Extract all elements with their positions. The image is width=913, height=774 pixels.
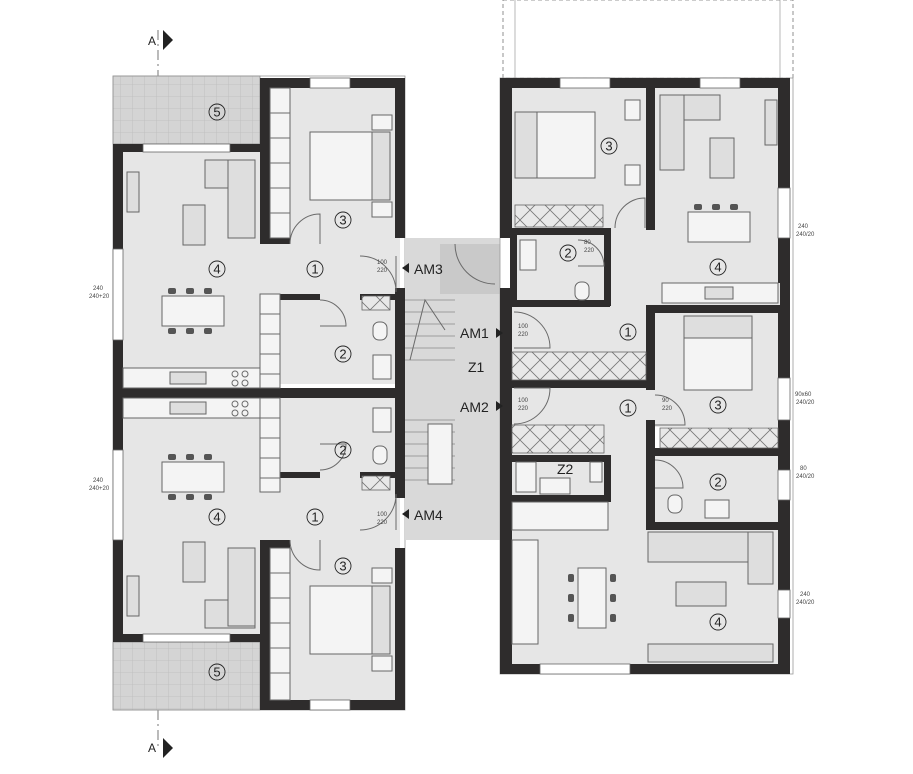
sink-bottom-left [372,407,392,433]
room-markers: 5 3 4 1 2 2 4 1 3 5 3 4 2 1 1 3 2 4 [208,103,727,681]
room-number: 4 [213,510,220,525]
door-am1 [513,311,551,349]
section-label-bottom: A [148,741,156,755]
room-number: 1 [624,325,631,340]
toilet-top-right [574,281,590,301]
access-label-am4: AM4 [414,507,443,523]
room-number: 2 [339,443,346,458]
svg-text:240+20: 240+20 [89,294,110,300]
svg-text:240: 240 [93,478,104,484]
svg-text:100: 100 [518,398,529,404]
room-number: 1 [311,262,318,277]
roof-outline [502,0,794,79]
svg-text:90: 90 [662,398,669,404]
room-number: 1 [311,510,318,525]
svg-text:240/20: 240/20 [796,600,815,606]
svg-text:220: 220 [584,248,595,254]
svg-text:100: 100 [377,512,388,518]
svg-text:220: 220 [377,520,388,526]
sink-top-left [372,354,392,380]
bed-top-left [309,131,373,201]
coffee-table [182,204,206,246]
access-label-am1: AM1 [460,325,489,341]
toilet-mid-right [667,494,683,514]
room-number: 1 [624,401,631,416]
terrace-top-left [112,75,261,145]
room-number: 3 [339,559,346,574]
svg-text:220: 220 [518,406,529,412]
room-number: 4 [213,262,220,277]
dining-table-top-right [687,211,751,243]
access-label-am3: AM3 [414,261,443,277]
svg-text:220: 220 [377,268,388,274]
svg-text:80: 80 [584,240,591,246]
svg-text:240: 240 [800,592,811,598]
right-walls [500,78,790,674]
access-label-am2: AM2 [460,399,489,415]
svg-text:90x60: 90x60 [795,392,812,398]
dining-table-top-left [161,295,225,327]
dining-table-bottom-right [577,567,607,629]
room-number: 4 [714,615,721,630]
room-number: 2 [714,475,721,490]
sink-mid-right [704,499,730,519]
section-arrow-top [163,30,173,50]
dining-table-bottom-left [161,461,225,493]
svg-text:100: 100 [377,260,388,266]
bed-bottom-left [309,585,373,655]
sink-top-right [519,239,537,271]
wardrobe-bottom-left [269,547,291,701]
svg-text:240+20: 240+20 [89,486,110,492]
room-number: 4 [714,260,721,275]
tv-unit [126,171,140,213]
terrace-bottom-left [112,641,261,711]
door-am4 [359,493,397,531]
svg-text:220: 220 [518,332,529,338]
zone-label-z1: Z1 [468,359,485,375]
door-am3 [359,255,397,293]
svg-text:240/20: 240/20 [796,232,815,238]
room-number: 5 [213,105,220,120]
svg-text:100: 100 [518,324,529,330]
section-label-top: A [148,34,156,48]
living-bottom-left-floor [120,398,280,642]
svg-text:80: 80 [800,466,807,472]
room-number: 3 [339,213,346,228]
svg-text:240: 240 [798,224,809,230]
wardrobe-hall-right [511,351,647,381]
room-number: 3 [605,139,612,154]
dimension-labels: 100 220 100 220 100 220 100 220 80 220 9… [89,224,815,606]
door-am2 [513,387,551,425]
room-number: 2 [564,246,571,261]
svg-text:240/20: 240/20 [796,474,815,480]
svg-text:240: 240 [93,286,104,292]
room-number: 3 [714,398,721,413]
svg-text:240/20: 240/20 [796,400,815,406]
svg-text:220: 220 [662,406,673,412]
toilet-top-left [372,321,388,341]
zone-label-z2: Z2 [557,461,574,477]
wardrobe-top-right [514,204,604,228]
section-arrow-bottom [163,738,173,758]
room-number: 2 [339,347,346,362]
toilet-bottom-left [372,445,388,465]
room-number: 5 [213,665,220,680]
kitchen-counter-bottom-right [511,539,539,645]
